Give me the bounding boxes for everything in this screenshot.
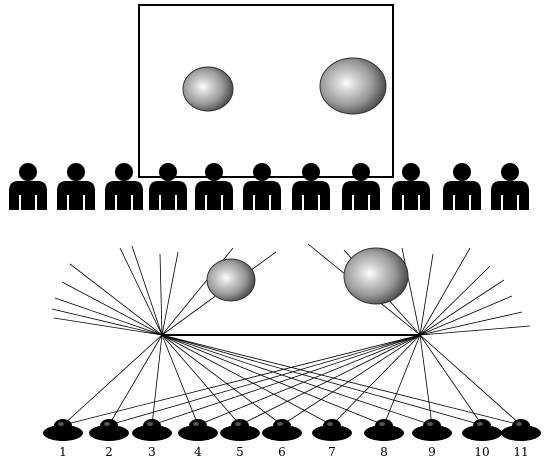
reflected-ray	[419, 247, 471, 336]
reflected-ray	[69, 263, 163, 336]
ray-to-observer	[161, 334, 522, 426]
reflected-ray	[419, 311, 523, 336]
viewer-silhouette-icon	[57, 163, 95, 210]
ray-to-observer	[331, 334, 421, 426]
observer-hat-icon	[178, 419, 218, 441]
ray-to-observer	[161, 334, 333, 426]
reflected-ray	[419, 265, 491, 336]
reflected-small-sphere	[206, 258, 256, 302]
reflected-ray	[401, 247, 421, 336]
ray-to-observer	[239, 334, 421, 426]
observer-hat-icon	[462, 419, 502, 441]
viewer-silhouette-icon	[392, 163, 430, 210]
viewer-silhouette-icon	[9, 163, 47, 210]
observer-number: 8	[380, 445, 388, 459]
ray-to-observer	[161, 334, 199, 426]
observer-number: 10	[474, 445, 489, 459]
reflected-ray	[419, 253, 434, 336]
observer-number: 3	[148, 445, 156, 459]
observer-number: 1	[59, 445, 67, 459]
observer-hat-icon	[220, 419, 260, 441]
ray-to-observer	[161, 334, 385, 426]
viewer-row	[9, 163, 529, 210]
large-sphere	[319, 57, 387, 115]
small-sphere	[182, 66, 234, 112]
reflected-ray	[131, 245, 163, 336]
ray-to-observer	[419, 334, 433, 426]
ray-to-observer	[151, 334, 163, 426]
reflected-ray	[54, 297, 163, 336]
viewer-silhouette-icon	[105, 163, 143, 210]
observer-number: 11	[513, 445, 528, 459]
reflected-ray	[119, 247, 163, 336]
reflected-ray	[51, 308, 163, 336]
reflected-ray	[419, 279, 505, 336]
observer-hat-icon	[132, 419, 172, 441]
reflected-ray	[61, 281, 163, 336]
viewer-silhouette-icon	[292, 163, 330, 210]
observer-hat-icon	[89, 419, 129, 441]
observer-row: 1 2 3 4 5 6 7 8 9 10 11	[43, 419, 541, 459]
observer-hat-icon	[364, 419, 404, 441]
ray-to-observer	[383, 334, 421, 426]
observer-number: 4	[194, 445, 202, 459]
viewer-silhouette-icon	[243, 163, 281, 210]
reflected-ray	[161, 251, 179, 336]
reflected-large-sphere	[343, 247, 409, 305]
viewer-silhouette-icon	[342, 163, 380, 210]
viewer-silhouette-icon	[491, 163, 529, 210]
observer-number: 9	[428, 445, 436, 459]
ray-to-observer	[62, 334, 163, 426]
reflected-ray	[53, 317, 163, 336]
ray-to-observer	[161, 334, 483, 426]
ray-to-observer	[161, 334, 241, 426]
observer-number: 5	[236, 445, 244, 459]
ray-to-observer	[419, 334, 483, 426]
viewer-silhouette-icon	[443, 163, 481, 210]
ray-to-observer	[161, 334, 283, 426]
ray-to-observer	[62, 334, 421, 426]
observer-hat-icon	[312, 419, 352, 441]
ray-lines	[51, 243, 531, 426]
ray-to-observer	[108, 334, 421, 426]
ray-to-observer	[108, 334, 163, 426]
observer-hat-icon	[501, 419, 541, 441]
observer-hat-icon	[43, 419, 83, 441]
observer-number: 7	[328, 445, 336, 459]
ray-to-observer	[161, 334, 433, 426]
ray-to-observer	[281, 334, 421, 426]
observer-number: 2	[105, 445, 113, 459]
upper-panel	[9, 4, 529, 210]
lower-panel: 1 2 3 4 5 6 7 8 9 10 11	[43, 243, 541, 459]
ray-to-observer	[419, 334, 522, 426]
ray-to-observer	[197, 334, 421, 426]
ray-to-observer	[151, 334, 421, 426]
viewer-silhouette-icon	[149, 163, 187, 210]
observer-hat-icon	[262, 419, 302, 441]
reflected-ray	[419, 325, 531, 336]
reflected-ray	[159, 253, 163, 336]
observer-number: 6	[278, 445, 286, 459]
reflected-ray	[419, 295, 513, 336]
viewer-silhouette-icon	[195, 163, 233, 210]
observer-hat-icon	[412, 419, 452, 441]
